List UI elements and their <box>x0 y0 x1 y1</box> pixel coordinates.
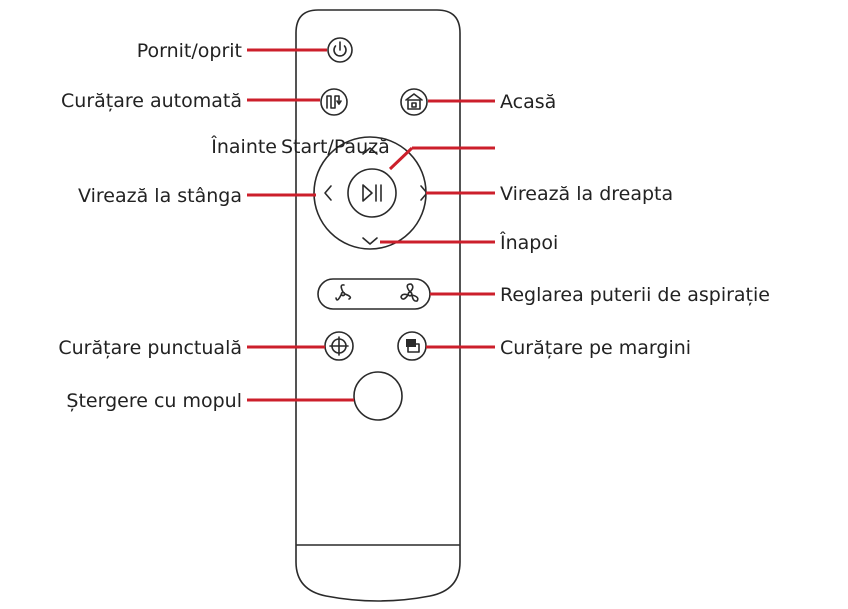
turn-left-button[interactable] <box>324 185 332 201</box>
play-pause-icon <box>362 184 382 202</box>
power-icon <box>333 41 347 57</box>
label-forward: Înainte <box>210 135 277 158</box>
forward-button[interactable] <box>362 147 378 155</box>
leader-start-pause-diag <box>388 146 414 171</box>
auto-clean-button[interactable] <box>320 88 348 116</box>
label-backward: Înapoi <box>499 231 558 254</box>
backward-button[interactable] <box>362 237 378 245</box>
label-start-pause: Start/Pauză <box>281 136 390 158</box>
chevron-up-icon <box>362 147 378 155</box>
label-suction: Reglarea puterii de aspirație <box>500 284 770 306</box>
home-button[interactable] <box>400 88 428 116</box>
label-mop: Ștergere cu mopul <box>66 390 242 412</box>
auto-clean-icon <box>326 95 342 109</box>
edge-clean-icon <box>406 339 420 353</box>
label-spot-clean: Curățare punctuală <box>58 337 242 359</box>
edge-clean-button[interactable] <box>397 331 427 361</box>
label-edge-clean: Curățare pe margini <box>500 337 691 359</box>
fan-high-icon <box>400 283 419 302</box>
mop-button[interactable] <box>353 371 403 421</box>
label-home: Acasă <box>500 91 556 113</box>
label-turn-right: Virează la dreapta <box>500 183 673 205</box>
home-icon <box>405 93 423 110</box>
labels: Pornit/oprit Curățare automată Acasă Îna… <box>58 40 770 412</box>
spot-target-icon <box>329 336 349 356</box>
start-pause-button[interactable] <box>347 168 397 218</box>
label-auto-clean: Curățare automată <box>61 90 242 112</box>
leader-lines <box>247 48 495 402</box>
fan-low-icon <box>335 284 352 301</box>
label-turn-left: Virează la stânga <box>78 185 242 207</box>
chevron-left-icon <box>324 185 332 201</box>
label-power: Pornit/oprit <box>137 40 242 62</box>
suction-button[interactable] <box>317 278 431 310</box>
power-button[interactable] <box>327 37 353 63</box>
chevron-down-icon <box>362 237 378 245</box>
spot-clean-button[interactable] <box>324 331 354 361</box>
